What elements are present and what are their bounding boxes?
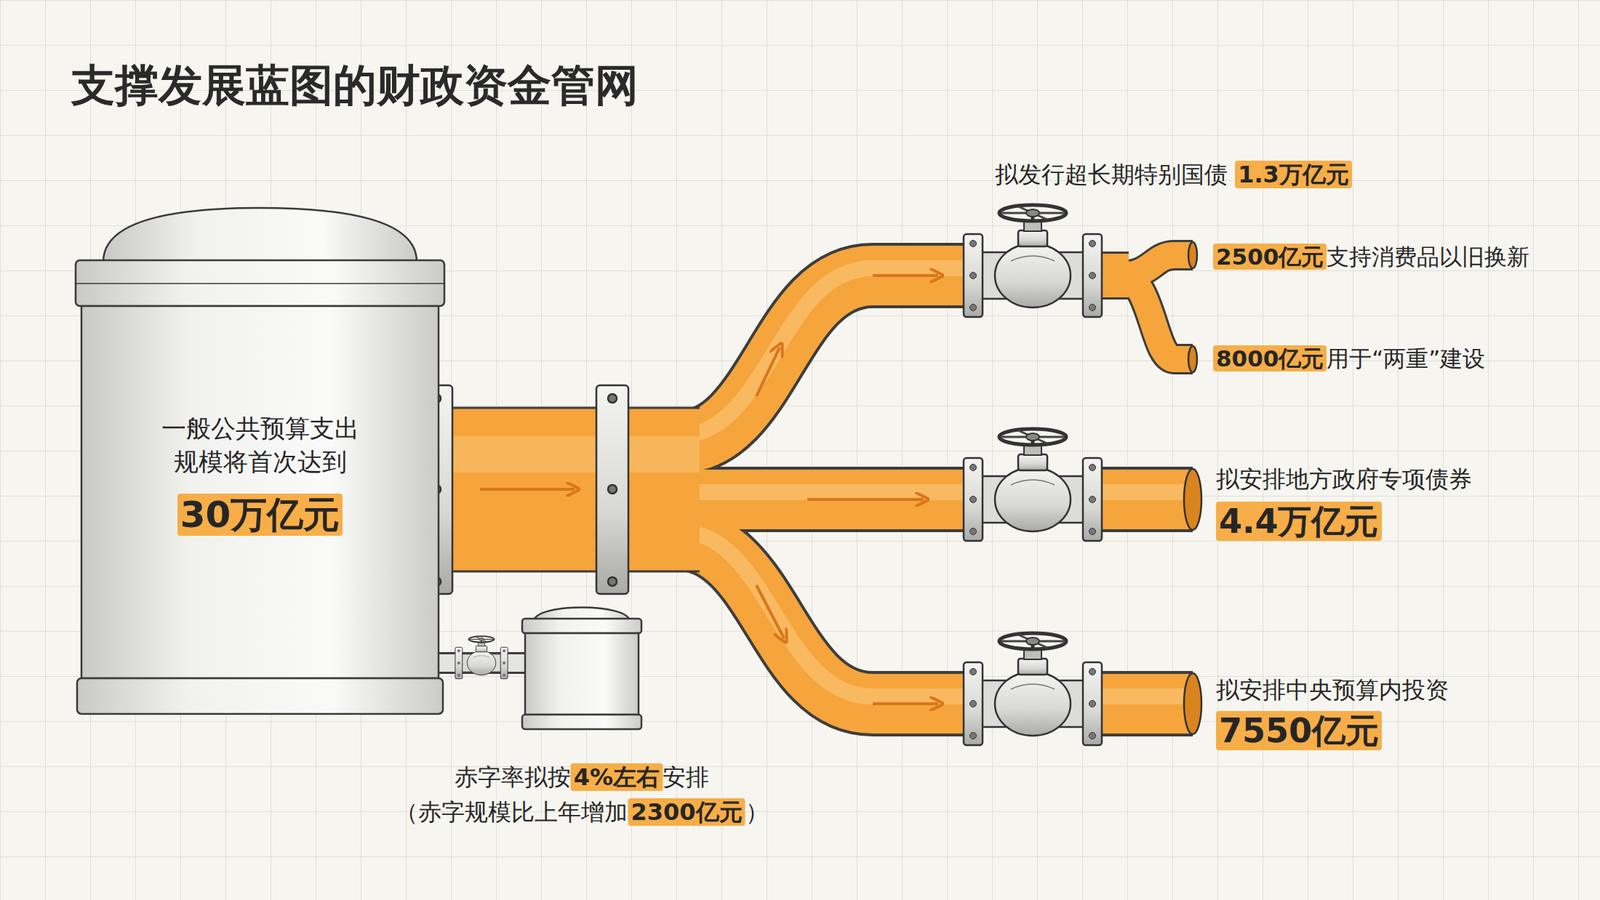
- main-pipe-part: [429, 570, 700, 574]
- rim-line: [75, 282, 445, 285]
- tank-rim: [75, 260, 445, 307]
- number-highlight: 30万亿元: [177, 493, 344, 536]
- node-heading: 一般公共预算支出规模将首次达到: [154, 412, 366, 480]
- tank-text-block: 一般公共预算支出规模将首次达到 30万亿元: [81, 203, 439, 715]
- text-run: 拟安排中央预算内投资: [1216, 676, 1449, 704]
- node-heading: 赤字率拟按4%左右安排: [394, 760, 768, 795]
- gate-valves-part: [963, 429, 1102, 542]
- text-run: 拟发行超长期特别国债: [994, 160, 1235, 189]
- tank-shape: [522, 608, 642, 731]
- text-run: （赤字规模比上年增加: [394, 798, 628, 827]
- number-highlight: 1.3万亿元: [1234, 160, 1352, 189]
- tank-caption: 赤字率拟按4%左右安排（赤字规模比上年增加2300亿元）: [394, 760, 768, 830]
- pipe-outlets-part: [1184, 673, 1202, 735]
- text-run: 用于“两重”建设: [1326, 345, 1486, 372]
- text-run: 支撑发展蓝图的财政资金管网: [71, 59, 639, 111]
- number-highlight: 2300亿元: [627, 798, 745, 827]
- flow-label: 拟发行超长期特别国债 1.3万亿元: [994, 159, 1352, 192]
- branch-pipe-fills-part: [1090, 674, 1193, 734]
- amount-label: 4.4万亿元: [1216, 499, 1382, 545]
- text-run: 赤字率拟按: [454, 763, 571, 792]
- pipe-flanges-part: [608, 485, 617, 494]
- pipe-flanges: [420, 385, 629, 595]
- main-pipe-part: [429, 408, 700, 572]
- pipe-outlets: [1184, 242, 1202, 735]
- small-tank-body: [525, 633, 639, 715]
- text-run: 一般公共预算支出规模将首次达到: [161, 413, 360, 477]
- number-highlight: 4%左右: [570, 763, 663, 792]
- flow-arrows-part: [756, 585, 784, 639]
- text-run: 拟安排地方政府专项债券: [1216, 465, 1472, 494]
- deficit-tank: 赤字率拟按4%左右安排（赤字规模比上年增加2300亿元）: [525, 597, 639, 730]
- text-run: 支持消费品以旧换新: [1326, 243, 1530, 270]
- flow-arrows-part: [756, 347, 780, 397]
- amount-label: 7550亿元: [1216, 709, 1382, 755]
- pipe-outlets-part: [1184, 469, 1202, 531]
- small-tank-rim: [522, 618, 642, 634]
- diagram-title: 支撑发展蓝图的财政资金管网: [71, 56, 639, 116]
- text-run: ）: [745, 798, 769, 827]
- small-tank-base: [522, 714, 642, 730]
- budget-tank: 一般公共预算支出规模将首次达到 30万亿元: [81, 203, 439, 715]
- number-highlight: 4.4万亿元: [1216, 501, 1382, 542]
- small-tank-outline: [525, 597, 639, 730]
- flow-arrows-part: [872, 702, 939, 706]
- flow-label: 2500亿元支持消费品以旧换新: [1213, 242, 1530, 273]
- pipe-sheen-part: [676, 484, 968, 501]
- branch-pipe-fills-part: [1120, 275, 1193, 360]
- number-highlight: 2500亿元: [1213, 243, 1327, 270]
- tank-body: [81, 306, 439, 679]
- pipe-sheen-part: [676, 268, 968, 437]
- gate-valves: [963, 205, 1102, 746]
- pipe-flanges-part: [596, 385, 629, 595]
- branch-pipe-fills-part: [1090, 469, 1193, 530]
- tank-base: [77, 678, 443, 715]
- tank-shape: [75, 208, 445, 715]
- pipe-sheen-part: [676, 530, 968, 697]
- flow-arrows-part: [480, 488, 575, 491]
- pipe-outlets-part: [1188, 242, 1198, 269]
- branch-pipe-outlines: [676, 255, 1193, 704]
- pipe-sheen-part: [1098, 688, 1190, 705]
- tank-dome: [103, 208, 417, 262]
- flow-label: 8000亿元用于“两重”建设: [1213, 344, 1486, 375]
- node-value: 30万亿元: [177, 490, 344, 541]
- pipe-flanges-part: [608, 394, 617, 403]
- flow-arrows-part: [807, 498, 924, 502]
- gate-valves-part: [963, 633, 1102, 746]
- main-pipe-part: [429, 407, 700, 410]
- main-pipe-part: [429, 436, 700, 473]
- small-gate-valve: [455, 636, 508, 680]
- pipe-outlets-part: [1188, 346, 1198, 373]
- node-value: （赤字规模比上年增加2300亿元）: [394, 794, 768, 830]
- pipe-flanges-part: [608, 577, 617, 587]
- pipe-sheen: [676, 268, 1190, 697]
- number-highlight: 7550亿元: [1216, 711, 1382, 751]
- text-run: 安排: [662, 763, 710, 792]
- branch-pipe-fills: [676, 255, 1193, 704]
- branch-pipe-outlines-part: [1120, 275, 1193, 360]
- flow-arrows-part: [872, 274, 939, 278]
- main-pipe: [429, 408, 700, 572]
- flow-label: 拟安排地方政府专项债券: [1216, 464, 1472, 496]
- flow-label: 拟安排中央预算内投资: [1216, 674, 1449, 707]
- number-highlight: 8000亿元: [1213, 345, 1327, 372]
- gate-valves-part: [963, 205, 1102, 318]
- pipe-sheen-part: [1098, 484, 1190, 501]
